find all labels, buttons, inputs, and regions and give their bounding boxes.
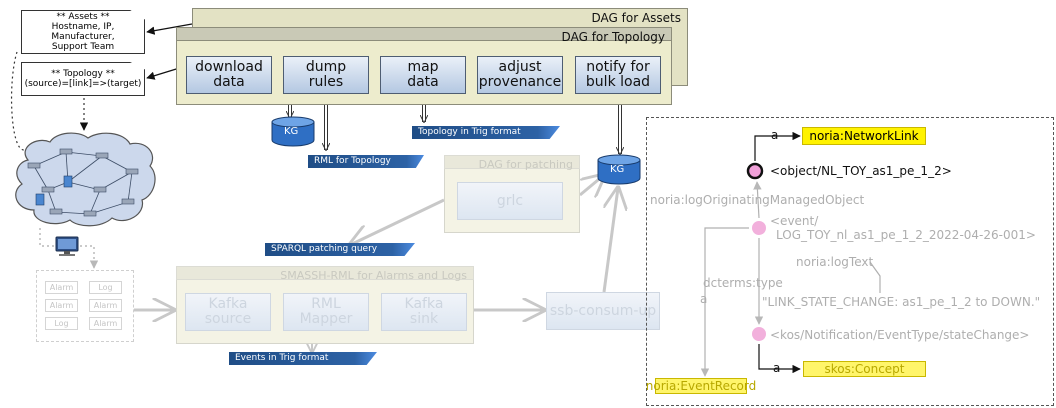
alarms-panel-title: SMASSH-RML for Alarms and Logs (280, 269, 467, 282)
log-item: Log (45, 317, 78, 330)
topology-panel-header (176, 27, 672, 41)
kg-label: KG (284, 126, 299, 137)
logtext-predicate: noria:logText (796, 255, 874, 269)
dump-rules-step[interactable]: dump rules (283, 56, 369, 94)
events-trig-tag: Events in Trig format (229, 352, 377, 365)
rdf-type-edge-label: a (773, 361, 781, 375)
topology-panel-title: DAG for Topology (561, 30, 665, 44)
rdf-edge (700, 227, 749, 377)
sparql-patching-tag: SPARQL patching query (265, 243, 415, 256)
rdf-type-edge-label: a (700, 292, 708, 306)
assets-panel-title: DAG for Assets (591, 11, 681, 25)
log-text-literal: "LINK_STATE_CHANGE: as1_pe_1_2 to DOWN." (762, 295, 1041, 309)
network-cloud-icon (15, 132, 156, 227)
object-node (746, 162, 764, 180)
alarm-item: Alarm (45, 299, 78, 312)
alarms-panel-header (176, 266, 474, 280)
kg-database-icon (271, 116, 315, 147)
rml-topology-tag: RML for Topology (308, 155, 424, 168)
dotted-link (10, 51, 25, 151)
object-uri: <object/NL_TOY_as1_pe_1_2> (770, 164, 952, 178)
map-data-step[interactable]: map data (380, 56, 466, 94)
computer-icon (55, 236, 79, 256)
patching-panel-header (444, 155, 580, 169)
alarm-item: Alarm (89, 317, 122, 330)
rml-mapper-step[interactable]: RML Mapper (283, 293, 369, 331)
skos-concept-class: skos:Concept (803, 361, 926, 377)
topology-trig-tag: Topology in Trig format (412, 126, 560, 139)
alarm-item: Alarm (89, 299, 122, 312)
alarm-log-group: Alarm Log Alarm Alarm Log Alarm (36, 270, 134, 342)
event-node (752, 221, 766, 235)
download-data-step[interactable]: download data (186, 56, 272, 94)
state-change-uri: <kos/Notification/EventType/stateChange> (770, 328, 1030, 342)
rdf-edge (869, 261, 881, 293)
assets-note: ** Assets ** Hostname, IP, Manufacturer,… (21, 10, 145, 54)
consumer-step[interactable]: ssb-consum-up (546, 292, 660, 330)
kafka-source-step[interactable]: Kafka source (185, 293, 271, 331)
patching-panel-title: DAG for patching (478, 158, 573, 171)
event-uri-line2: LOG_TOY_nl_as1_pe_1_2_2022-04-26-001> (776, 228, 1036, 242)
topology-note: ** Topology ** (source)=[link]=>(target) (21, 62, 145, 96)
adjust-provenance-step[interactable]: adjust provenance (477, 56, 563, 94)
grlc-step[interactable]: grlc (457, 182, 563, 220)
faded-arrow (350, 198, 445, 245)
network-link-class: noria:NetworkLink (802, 127, 926, 145)
rdf-type-edge-label: a (771, 128, 779, 142)
dcterms-type-predicate: dcterms:type (703, 276, 783, 290)
rdf-edge (758, 344, 801, 374)
event-uri-line1: <event/ (770, 214, 819, 228)
dotted-link (80, 245, 99, 269)
note-arrow (146, 23, 193, 35)
kg-label: KG (610, 164, 625, 175)
rdf-edge (753, 181, 762, 219)
rdf-edge (754, 131, 801, 161)
alarms-rml-panel: SMASSH-RML for Alarms and Logs Kafka sou… (176, 266, 474, 344)
notify-bulk-load-step[interactable]: notify for bulk load (575, 56, 661, 94)
dotted-link (39, 228, 54, 247)
originating-predicate: noria:logOriginatingManagedObject (650, 193, 865, 207)
state-change-node (752, 327, 766, 341)
log-item: Log (89, 281, 122, 294)
patching-dag-panel: DAG for patching grlc (444, 155, 580, 233)
event-record-class: noria:EventRecord (645, 378, 757, 394)
rdf-graph-panel (646, 117, 1054, 406)
faded-arrow (602, 188, 618, 293)
alarm-item: Alarm (45, 281, 78, 294)
kafka-sink-step[interactable]: Kafka sink (381, 293, 467, 331)
kg-database-icon (597, 154, 641, 185)
